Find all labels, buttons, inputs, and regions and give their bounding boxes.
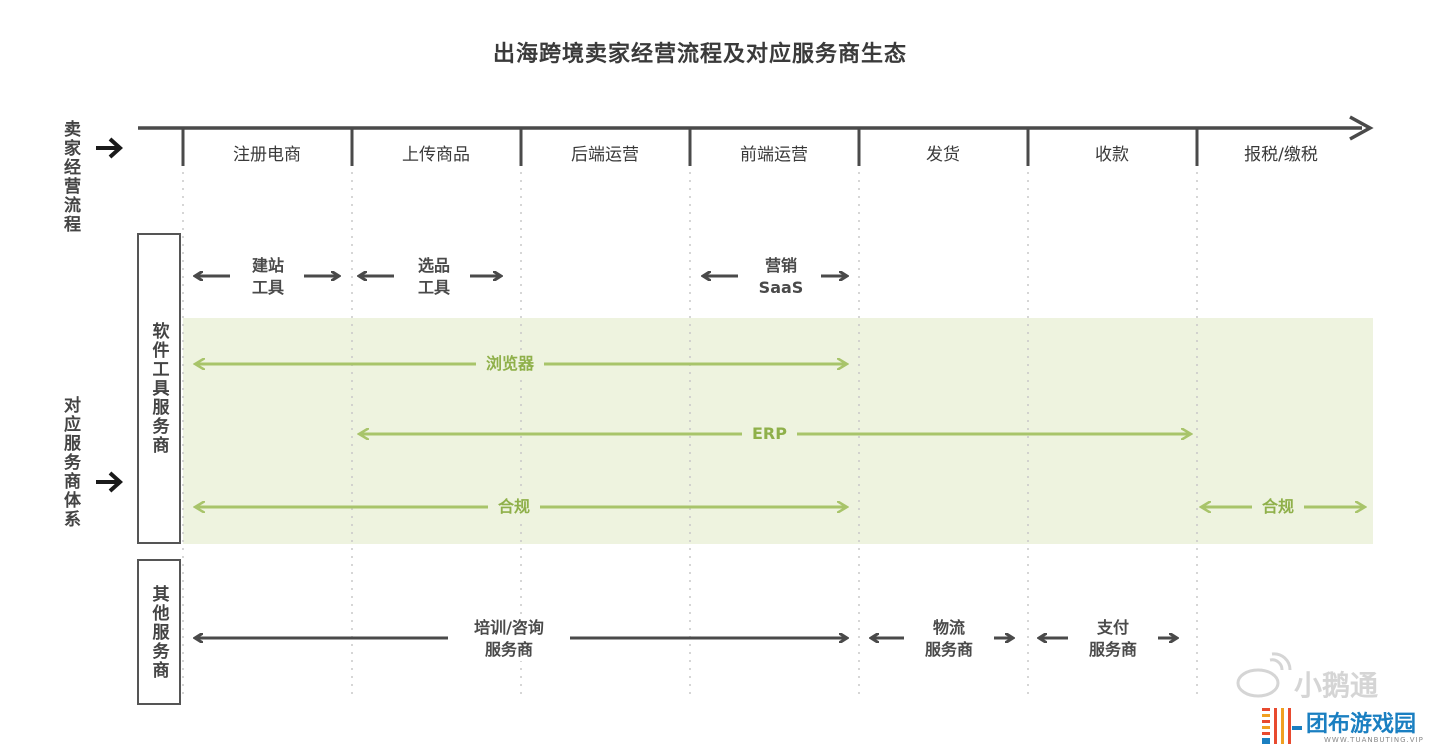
logistics-providers: 物流 服务商 bbox=[904, 617, 994, 661]
compliance-label: 合规 bbox=[488, 496, 541, 518]
browser-label: 浏览器 bbox=[476, 353, 545, 375]
label-provider-system: 对应服务商体系 bbox=[60, 396, 80, 529]
label-seller-process: 卖家经营流程 bbox=[60, 120, 80, 234]
step-tax: 报税/缴税 bbox=[1244, 145, 1318, 165]
step-upload: 上传商品 bbox=[402, 145, 470, 165]
training-consulting-providers: 培训/咨询 服务商 bbox=[448, 617, 570, 661]
payment-providers: 支付 服务商 bbox=[1068, 617, 1158, 661]
step-register: 注册电商 bbox=[233, 145, 301, 165]
step-backend-ops: 后端运营 bbox=[571, 145, 639, 165]
step-shipping: 发货 bbox=[926, 145, 960, 165]
software-providers-box: 软件工具服务商 bbox=[137, 233, 181, 544]
site-builder-tool: 建站 工具 bbox=[232, 255, 304, 299]
brand-watermark: 团布游戏园 bbox=[1306, 712, 1417, 737]
training-line2: 服务商 bbox=[484, 640, 533, 659]
marketing-saas: 营销 SaaS bbox=[741, 255, 821, 299]
site-builder-line2: 工具 bbox=[251, 278, 284, 297]
brand-watermark-url: WWW.TUANBUTING.VIP bbox=[1324, 736, 1424, 744]
left-pointer-arrows bbox=[96, 137, 123, 493]
step-ticks bbox=[181, 128, 1199, 166]
marketing-line1: 营销 bbox=[764, 256, 797, 275]
logistics-line1: 物流 bbox=[932, 618, 965, 637]
logistics-line2: 服务商 bbox=[924, 640, 973, 659]
step-collection: 收款 bbox=[1095, 145, 1129, 165]
brand-logo-icon bbox=[1262, 708, 1302, 744]
step-frontend-ops: 前端运营 bbox=[740, 145, 808, 165]
payment-line2: 服务商 bbox=[1088, 640, 1137, 659]
weibo-logo bbox=[1236, 652, 1292, 698]
other-providers-box: 其他服务商 bbox=[137, 559, 181, 705]
other-providers-label: 其他服务商 bbox=[148, 584, 169, 680]
software-providers-label: 软件工具服务商 bbox=[148, 322, 169, 455]
diagram-title: 出海跨境卖家经营流程及对应服务商生态 bbox=[492, 42, 907, 67]
site-builder-line1: 建站 bbox=[251, 256, 284, 275]
product-select-line2: 工具 bbox=[417, 278, 450, 297]
training-line1: 培训/咨询 bbox=[474, 618, 544, 637]
payment-line1: 支付 bbox=[1096, 618, 1129, 637]
marketing-line2: SaaS bbox=[758, 278, 804, 297]
product-selection-tool: 选品 工具 bbox=[398, 255, 470, 299]
erp-label: ERP bbox=[742, 423, 797, 445]
weibo-watermark: 小鹅通 bbox=[1294, 669, 1379, 702]
compliance-tax-label: 合规 bbox=[1252, 496, 1305, 518]
timeline-arrowhead bbox=[1349, 115, 1374, 141]
product-select-line1: 选品 bbox=[417, 256, 450, 275]
